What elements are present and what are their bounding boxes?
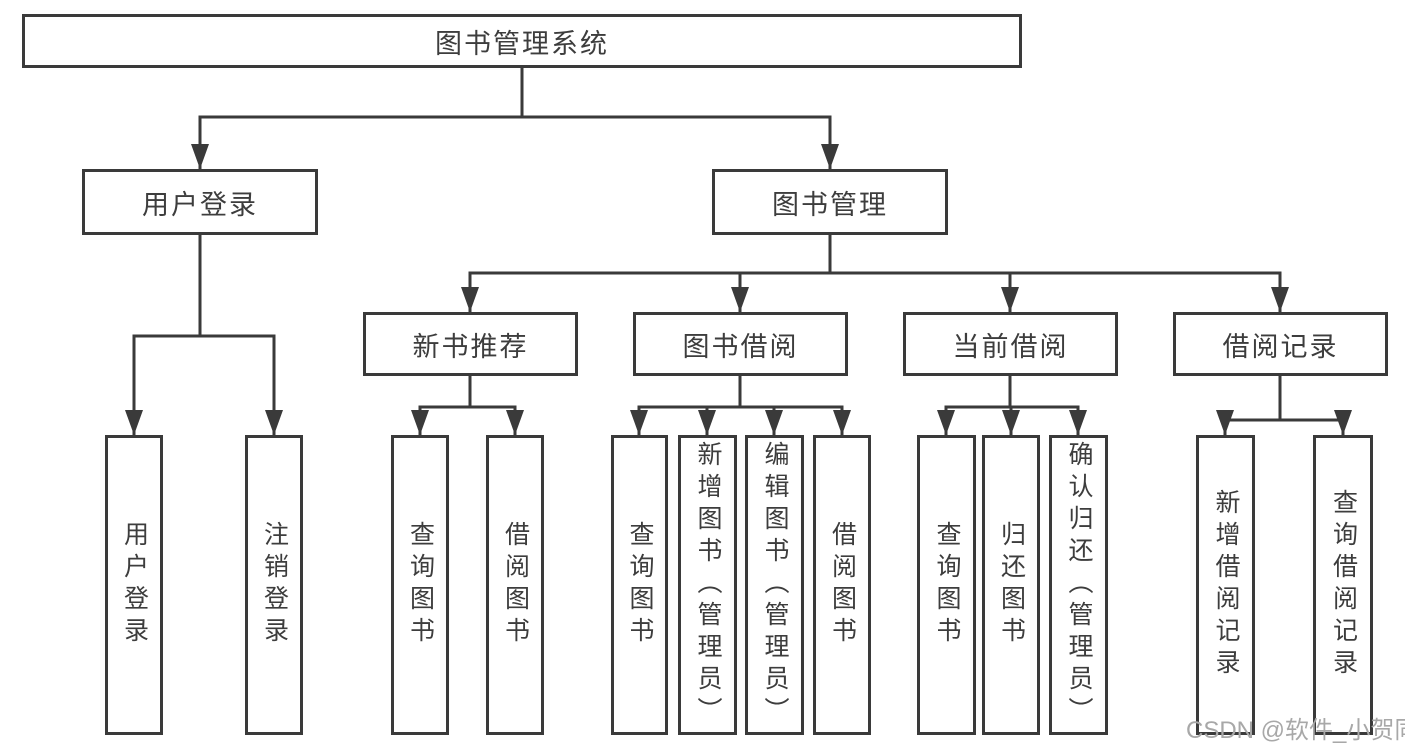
leaf-borrow-books-recommend: 借阅图书 [486,435,544,735]
node-book-borrowing-label: 图书借阅 [682,331,799,362]
connector-root-to-level2 [191,68,839,169]
connector-user-login-to-leaves [125,235,283,435]
leaf-query-books-borrow: 查询图书 [611,435,668,735]
leaf-return-books-label: 归还图书 [997,521,1026,649]
leaf-borrow-books-label: 借阅图书 [828,521,857,649]
connector-borrowing-records-to-leaves [1216,376,1352,435]
node-book-management: 图书管理 [712,169,948,235]
leaf-user-login: 用户登录 [105,435,163,735]
csdn-watermark: CSDN @软件_小贺同学 [1186,717,1405,744]
node-library-system: 图书管理系统 [22,14,1022,68]
leaf-query-borrow-record-label: 查询借阅记录 [1329,489,1358,681]
node-book-borrowing: 图书借阅 [633,312,848,376]
leaf-query-books-current: 查询图书 [917,435,976,735]
leaf-add-borrow-record-label: 新增借阅记录 [1212,489,1240,681]
leaf-query-books-current-label: 查询图书 [933,521,961,649]
leaf-edit-books-admin: 编辑图书（管理员） [745,435,804,735]
node-current-borrowing-label: 当前借阅 [952,331,1069,362]
node-new-book-recommendation-label: 新书推荐 [412,331,529,362]
leaf-confirm-return-admin-label: 确认归还（管理员） [1065,441,1093,729]
leaf-edit-books-admin-label: 编辑图书（管理员） [761,441,789,729]
leaf-logout-label: 注销登录 [260,521,289,649]
leaf-user-login-label: 用户登录 [120,521,149,649]
leaf-borrow-books-recommend-label: 借阅图书 [501,521,530,649]
connector-book-borrowing-to-leaves [630,376,851,435]
leaf-logout: 注销登录 [245,435,303,735]
leaf-add-books-admin-label: 新增图书（管理员） [694,441,722,729]
node-borrowing-records-label: 借阅记录 [1222,331,1339,362]
leaf-add-borrow-record: 新增借阅记录 [1196,435,1255,735]
node-new-book-recommendation: 新书推荐 [363,312,578,376]
leaf-add-books-admin: 新增图书（管理员） [678,435,737,735]
node-user-login-label: 用户登录 [142,189,258,220]
leaf-query-books-recommend-label: 查询图书 [406,521,435,649]
leaf-query-books-borrow-label: 查询图书 [626,521,654,649]
node-book-management-label: 图书管理 [772,189,888,220]
connector-book-management-to-level3 [461,235,1289,312]
node-borrowing-records: 借阅记录 [1173,312,1388,376]
connector-current-borrowing-to-leaves [937,376,1087,435]
node-user-login: 用户登录 [82,169,318,235]
leaf-confirm-return-admin: 确认归还（管理员） [1049,435,1108,735]
node-current-borrowing: 当前借阅 [903,312,1118,376]
leaf-borrow-books: 借阅图书 [813,435,871,735]
leaf-query-books-recommend: 查询图书 [391,435,449,735]
connector-new-book-recommendation-to-leaves [411,376,524,435]
leaf-query-borrow-record: 查询借阅记录 [1313,435,1373,735]
leaf-return-books: 归还图书 [982,435,1040,735]
node-library-system-label: 图书管理系统 [435,28,609,59]
